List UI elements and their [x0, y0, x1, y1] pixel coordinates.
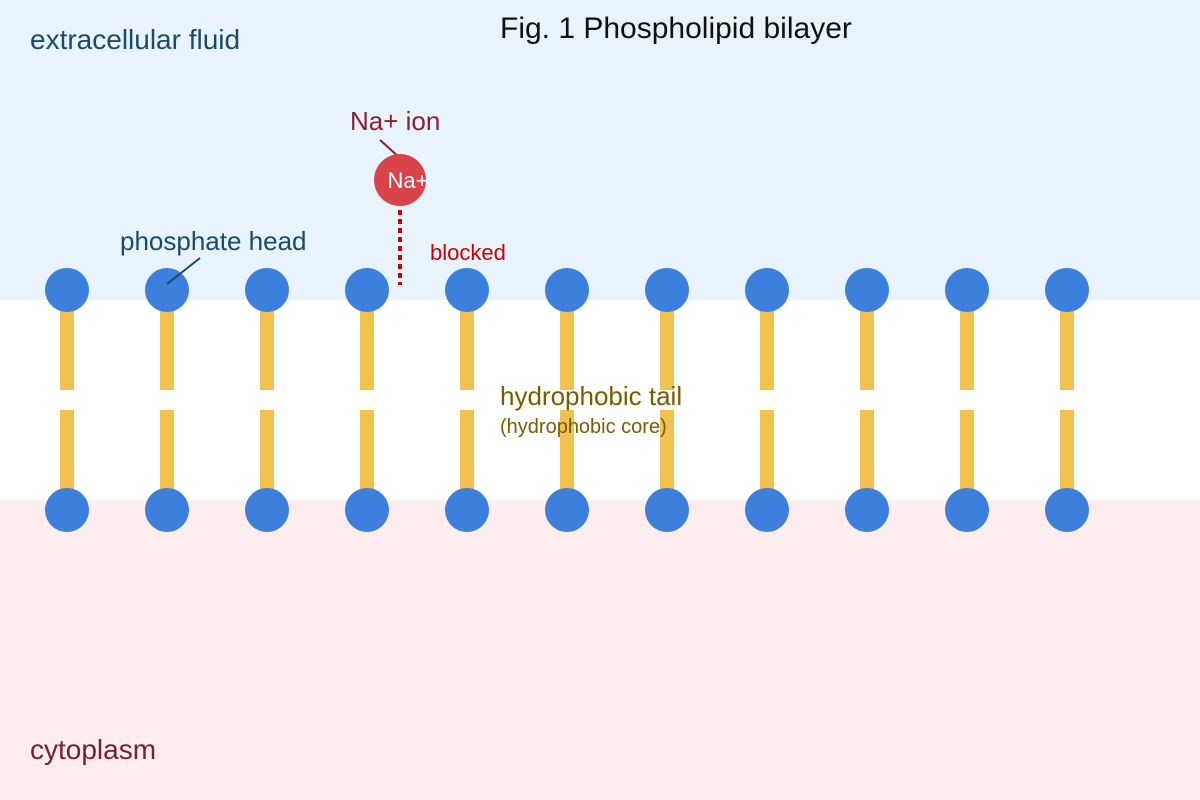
upper-tail	[560, 305, 574, 390]
upper-phosphate-head	[245, 268, 289, 312]
lower-phosphate-head	[545, 488, 589, 532]
lower-phosphate-head	[745, 488, 789, 532]
lower-tail	[560, 410, 574, 495]
phosphate-head-pointer	[166, 257, 201, 285]
membrane-core-region	[0, 300, 1200, 500]
lower-phosphate-head	[145, 488, 189, 532]
hydrophobic-tail-label: hydrophobic tail	[500, 381, 683, 411]
upper-tail	[1060, 305, 1074, 390]
upper-phosphate-head	[1045, 268, 1089, 312]
extracellular-label: extracellular fluid	[30, 24, 241, 55]
lower-phosphate-head	[445, 488, 489, 532]
upper-tail	[860, 305, 874, 390]
lower-tail	[760, 410, 774, 495]
figure-title: Fig. 1 Phospholipid bilayer	[500, 12, 852, 45]
upper-phosphate-head	[645, 268, 689, 312]
upper-phosphate-head	[445, 268, 489, 312]
lower-tail	[660, 410, 674, 495]
lower-tail	[860, 410, 874, 495]
blocked-label: blocked	[430, 240, 506, 265]
upper-phosphate-head	[45, 268, 89, 312]
upper-tail	[60, 305, 74, 390]
upper-phosphate-head	[745, 268, 789, 312]
lower-phosphate-head	[945, 488, 989, 532]
upper-tail	[660, 305, 674, 390]
lower-phosphate-head	[645, 488, 689, 532]
lower-phosphate-head	[245, 488, 289, 532]
lower-tail	[60, 410, 74, 495]
upper-phosphate-head	[845, 268, 889, 312]
upper-phosphate-head	[145, 268, 189, 312]
upper-tail	[260, 305, 274, 390]
extracellular-region	[0, 0, 1200, 300]
na-ion-symbol: Na+	[388, 168, 429, 193]
upper-tail	[960, 305, 974, 390]
upper-tail	[360, 305, 374, 390]
cytoplasm-label: cytoplasm	[30, 734, 157, 765]
lower-tail	[360, 410, 374, 495]
lower-tail	[460, 410, 474, 495]
na-ion-label: Na+ ion	[350, 106, 441, 136]
lower-tail	[260, 410, 274, 495]
lower-tail	[1060, 410, 1074, 495]
lower-phosphate-head	[845, 488, 889, 532]
cytoplasm-region	[0, 500, 1200, 800]
hydrophobic-core-label: (hydrophobic core)	[500, 416, 667, 438]
upper-tail	[160, 305, 174, 390]
na-ion	[374, 154, 426, 206]
upper-phosphate-head	[345, 268, 389, 312]
lower-tail	[960, 410, 974, 495]
lipid-group	[45, 268, 1089, 532]
phosphate-head-label: phosphate head	[120, 226, 307, 256]
lower-tail	[160, 410, 174, 495]
lower-phosphate-head	[45, 488, 89, 532]
lower-phosphate-head	[345, 488, 389, 532]
lower-phosphate-head	[1045, 488, 1089, 532]
upper-phosphate-head	[945, 268, 989, 312]
upper-tail	[460, 305, 474, 390]
upper-tail	[760, 305, 774, 390]
upper-phosphate-head	[545, 268, 589, 312]
